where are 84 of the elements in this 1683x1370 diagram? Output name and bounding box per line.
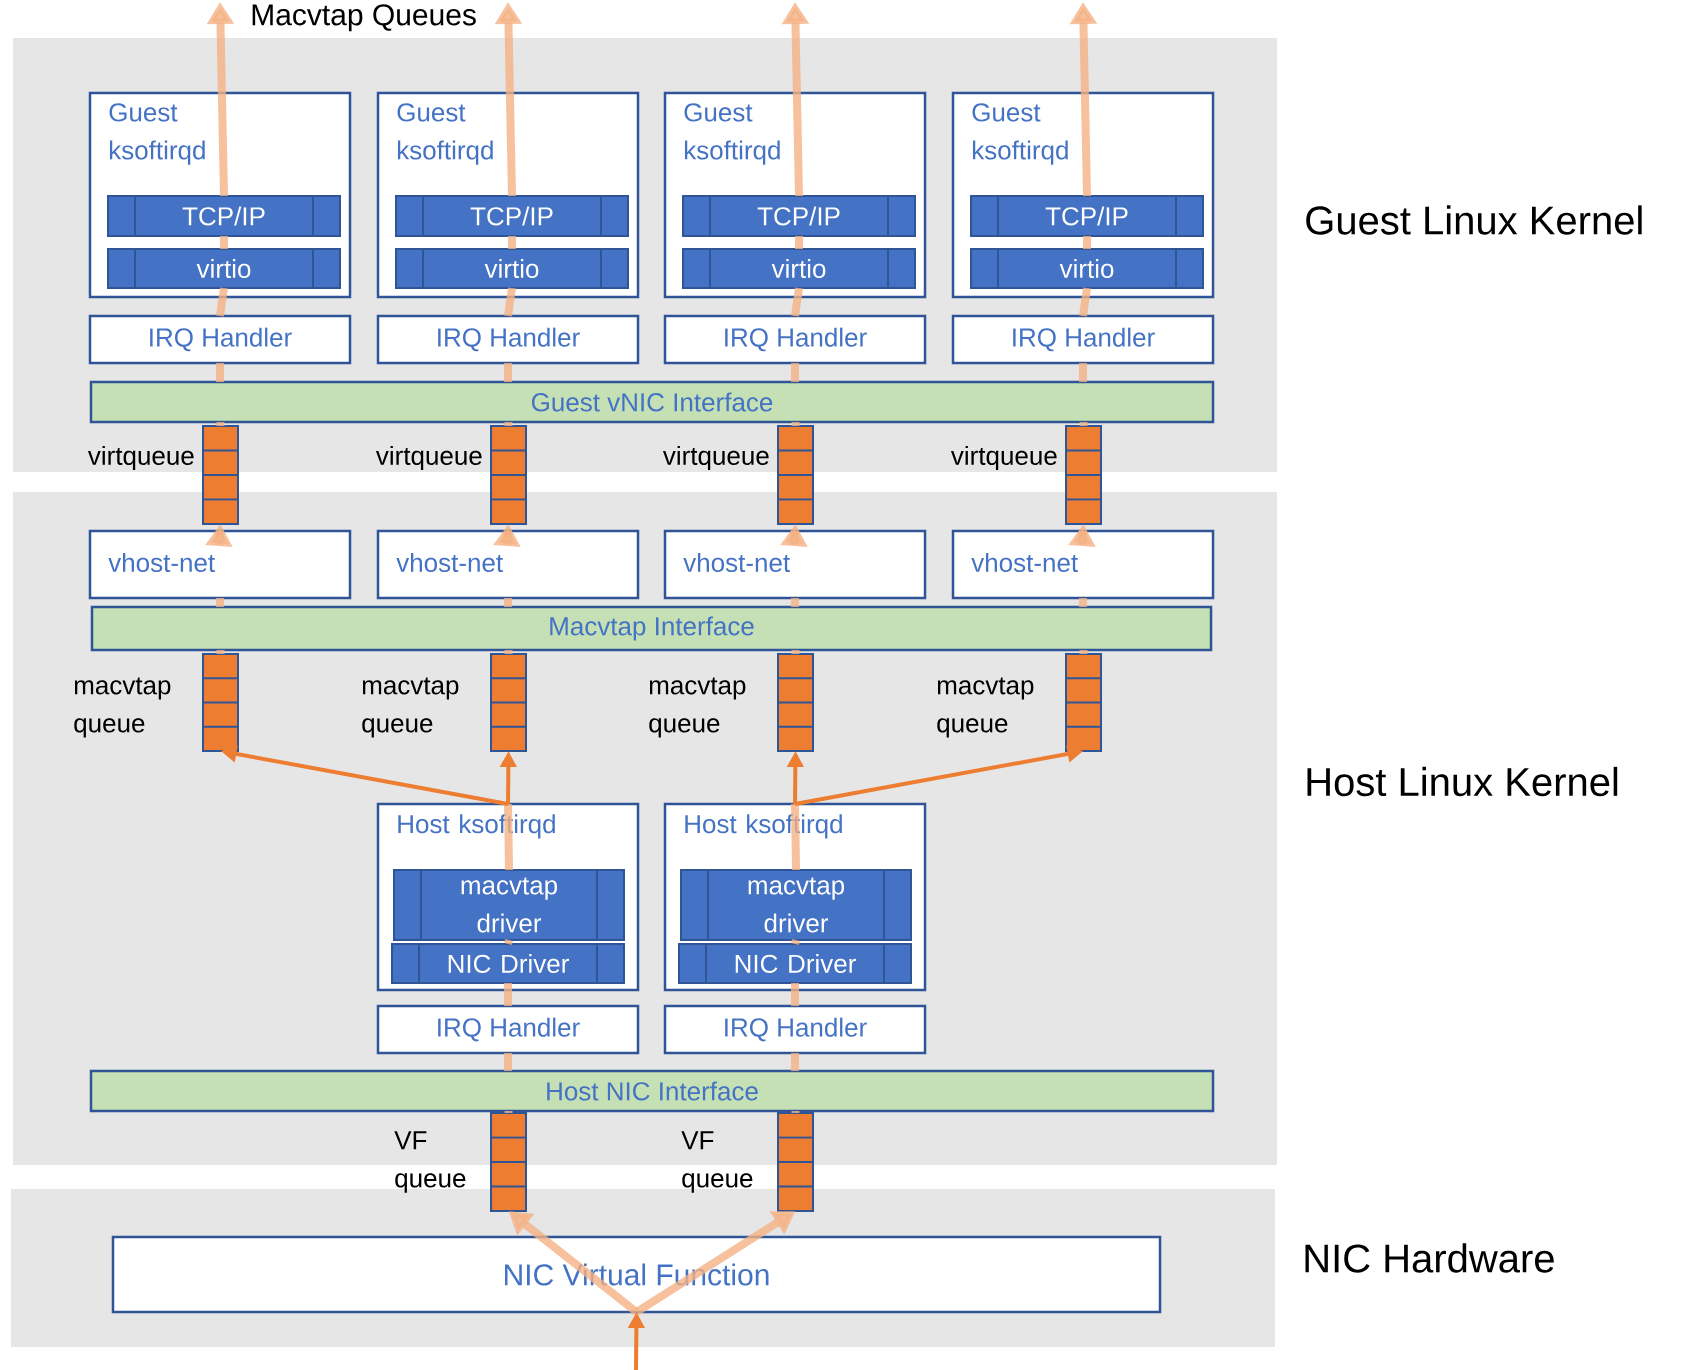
queue-stack: virtqueue	[662, 425, 814, 525]
connector-line	[504, 363, 512, 382]
connector-line	[220, 236, 228, 249]
connector-line	[216, 598, 224, 607]
layer-bar: macvtap driver	[680, 869, 912, 941]
connector-line	[791, 939, 800, 945]
process-box: vhost-net	[376, 529, 640, 600]
queue-stack: macvtap queue	[649, 653, 814, 752]
connector-line	[216, 422, 225, 426]
connector-line	[504, 598, 512, 607]
interface-bar: Host NIC Interface	[89, 1069, 1215, 1113]
connector-line	[216, 650, 225, 654]
queue-stack: VF queue	[681, 1112, 814, 1212]
connector-line	[504, 422, 513, 426]
connector-line	[216, 287, 228, 317]
queue-stack: macvtap queue	[362, 653, 527, 752]
connector-line	[791, 363, 799, 382]
process-box: IRQ Handler	[376, 1004, 640, 1055]
connector-line	[791, 287, 803, 317]
node-label: macvtap queue	[937, 677, 1034, 738]
node-label: macvtap queue	[649, 677, 746, 738]
node-label: VF queue	[681, 1131, 753, 1193]
process-box: IRQ Handler	[951, 314, 1215, 365]
connector-line	[504, 803, 513, 871]
node-label: Guest Linux Kernel	[1306, 205, 1642, 235]
node-label: virtqueue	[950, 445, 1057, 471]
connector-line	[1079, 422, 1088, 426]
layer-bar: macvtap driver	[393, 869, 625, 941]
connector-line	[791, 803, 800, 871]
queue-stack: virtqueue	[87, 425, 239, 525]
node-label: virtqueue	[375, 445, 482, 471]
layer-bar: virtio	[107, 248, 341, 289]
node-label: VF queue	[394, 1131, 466, 1193]
connector-line	[791, 1111, 800, 1113]
interface-bar: Guest vNIC Interface	[89, 380, 1215, 424]
process-box: IRQ Handler	[88, 314, 352, 365]
process-box: IRQ Handler	[376, 314, 640, 365]
node-label: NIC Hardware	[1305, 1243, 1554, 1273]
queue-stack: macvtap queue	[937, 653, 1102, 752]
connector-line	[1079, 287, 1091, 317]
node-label: macvtap queue	[362, 677, 459, 738]
layer-bar: TCP/IP	[970, 195, 1204, 237]
connector-line	[791, 598, 799, 607]
node-label: virtqueue	[662, 445, 769, 471]
node-label: Host Linux Kernel	[1307, 766, 1618, 797]
process-box: vhost-net	[951, 529, 1215, 600]
connector-line	[504, 1111, 513, 1113]
process-box: vhost-net	[663, 529, 927, 600]
connector-line	[1083, 236, 1091, 249]
layer-bar: NIC Driver	[391, 943, 625, 984]
connector-line	[508, 236, 516, 249]
connector-line	[504, 939, 513, 945]
connector-line	[504, 983, 512, 1006]
connector-line	[791, 983, 799, 1006]
node-label: macvtap queue	[74, 677, 171, 738]
connector-line	[504, 287, 516, 317]
connector-line	[216, 363, 224, 382]
connector-line	[791, 650, 800, 654]
title: Macvtap Queues	[252, 4, 476, 32]
layer-bar: TCP/IP	[682, 195, 916, 237]
queue-stack: virtqueue	[375, 425, 527, 525]
connector-line	[1079, 598, 1087, 607]
connector-line	[791, 422, 800, 426]
queue-stack: macvtap queue	[74, 653, 239, 752]
queue-stack: virtqueue	[950, 425, 1102, 525]
layer-bar: NIC Driver	[678, 943, 912, 984]
connector-line	[791, 1053, 799, 1071]
interface-bar: Macvtap Interface	[90, 605, 1213, 652]
connector-line	[1079, 363, 1087, 382]
layer-bar: TCP/IP	[395, 195, 629, 237]
layer-bar: virtio	[395, 248, 629, 289]
connector-line	[795, 236, 803, 249]
layer-bar: virtio	[970, 248, 1204, 289]
process-box: vhost-net	[88, 529, 352, 600]
node-label: virtqueue	[87, 445, 194, 471]
process-box: IRQ Handler	[663, 314, 927, 365]
process-box: IRQ Handler	[663, 1004, 927, 1055]
layer-bar: virtio	[682, 248, 916, 289]
layer-bar: TCP/IP	[107, 195, 341, 237]
process-box: NIC Virtual Function	[111, 1235, 1162, 1314]
queue-stack: VF queue	[394, 1112, 527, 1212]
connector-line	[504, 1053, 512, 1071]
connector-line	[504, 650, 513, 654]
connector-line	[1079, 650, 1088, 654]
